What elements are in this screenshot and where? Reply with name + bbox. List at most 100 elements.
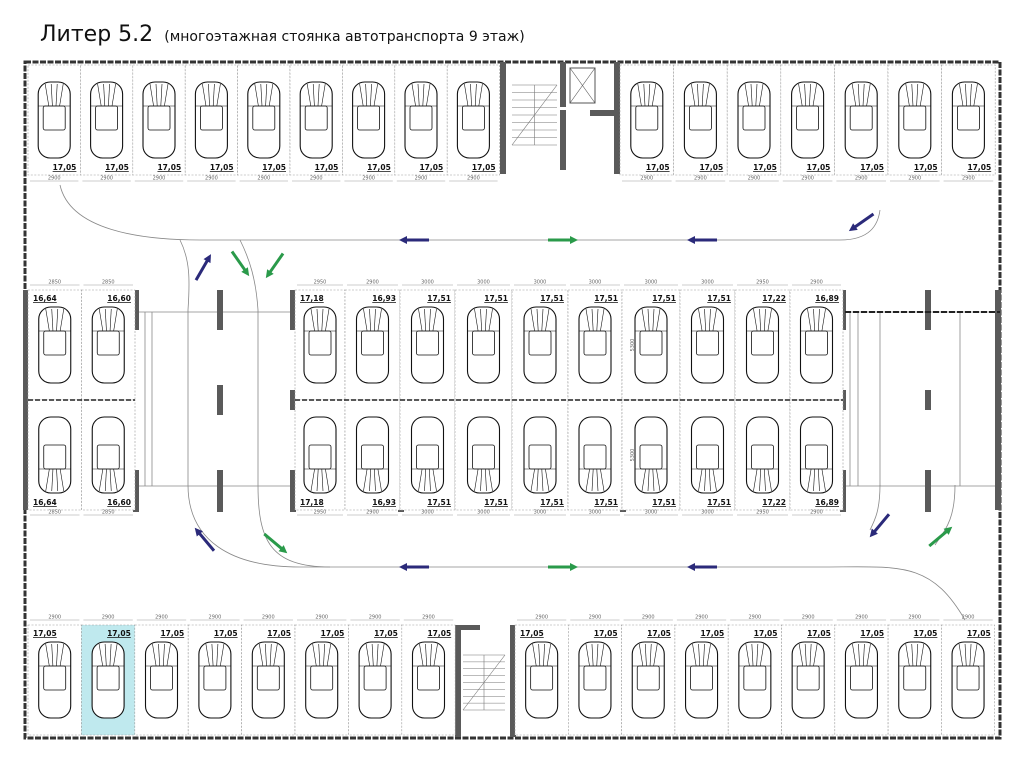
parking-space[interactable]: 16,60 <box>81 399 136 511</box>
car-icon <box>38 641 72 719</box>
parking-space[interactable]: 17,05 <box>780 64 835 176</box>
parking-space[interactable]: 17,05 <box>834 624 889 736</box>
parking-space[interactable]: 17,51 <box>621 289 681 401</box>
dimension-label: 2900 <box>748 176 761 182</box>
dimension-line: 2900 <box>782 176 833 182</box>
dimension-line: 2900 <box>297 615 347 621</box>
space-level-label: 16,93 <box>372 498 396 507</box>
parking-space[interactable]: 17,51 <box>621 399 681 511</box>
parking-space[interactable]: 17,05 <box>184 64 238 176</box>
parking-space[interactable]: 17,05 <box>621 624 676 736</box>
parking-space[interactable]: 16,93 <box>344 399 401 511</box>
dimension-line: 3000 <box>624 280 678 286</box>
car-icon <box>791 641 825 719</box>
parking-space[interactable]: 17,51 <box>399 289 456 401</box>
dimension-line: 2900 <box>836 176 886 182</box>
space-level-label: 17,05 <box>700 629 724 638</box>
parking-space[interactable]: 17,05 <box>27 624 82 736</box>
parking-space[interactable]: 17,05 <box>241 624 296 736</box>
parking-space[interactable]: 16,60 <box>81 289 136 401</box>
parking-space[interactable]: 17,05 <box>394 64 448 176</box>
space-level-label: 16,89 <box>815 294 839 303</box>
parking-space[interactable]: 17,05 <box>294 624 349 736</box>
parking-space[interactable]: 17,05 <box>446 64 500 176</box>
dimension-label: 2900 <box>205 176 218 182</box>
parking-space[interactable]: 17,05 <box>514 624 569 736</box>
parking-space[interactable]: 17,51 <box>679 289 736 401</box>
parking-space[interactable]: 17,05 <box>187 624 242 736</box>
space-level-label: 17,05 <box>699 163 723 172</box>
dimension-line: 3000 <box>514 510 566 516</box>
parking-space[interactable]: 17,51 <box>511 399 569 511</box>
parking-space[interactable]: 17,51 <box>511 289 569 401</box>
parking-space[interactable]: 17,05 <box>81 624 136 736</box>
dimension-line: 2900 <box>943 615 993 621</box>
parking-space[interactable]: 17,05 <box>619 64 674 176</box>
dimension-label: 2850 <box>48 510 61 516</box>
parking-space[interactable]: 17,05 <box>834 64 889 176</box>
parking-space[interactable]: 17,18 <box>294 289 346 401</box>
parking-space[interactable]: 17,05 <box>673 64 728 176</box>
dimension-label: 2900 <box>962 176 975 182</box>
parking-space[interactable]: 17,22 <box>734 289 791 401</box>
car-icon <box>745 416 780 494</box>
space-level-label: 16,60 <box>107 498 131 507</box>
parking-space[interactable]: 17,05 <box>887 64 942 176</box>
car-icon <box>799 306 834 384</box>
parking-space[interactable]: 17,51 <box>567 399 623 511</box>
space-level-label: 17,05 <box>807 629 831 638</box>
space-level-label: 17,51 <box>652 498 676 507</box>
parking-space[interactable]: 17,05 <box>132 64 186 176</box>
pillar <box>560 110 566 170</box>
pillar <box>925 390 931 410</box>
parking-space[interactable]: 17,05 <box>727 624 782 736</box>
depth-dimension-label: 5300 <box>630 339 636 352</box>
parking-space[interactable]: 17,05 <box>887 624 942 736</box>
traffic-arrow-blue <box>848 212 875 232</box>
parking-space[interactable]: 17,05 <box>941 624 996 736</box>
space-level-label: 17,51 <box>427 498 451 507</box>
parking-space[interactable]: 17,05 <box>674 624 729 736</box>
parking-space[interactable]: 17,05 <box>342 64 396 176</box>
parking-space[interactable]: 17,05 <box>27 64 81 176</box>
parking-space[interactable]: 16,89 <box>789 289 844 401</box>
car-icon <box>523 306 557 384</box>
traffic-arrow-green <box>265 252 285 279</box>
space-level-label: 16,64 <box>33 498 57 507</box>
dimension-label: 2900 <box>102 615 115 621</box>
parking-space[interactable]: 16,89 <box>789 399 844 511</box>
dimension-label: 3000 <box>421 280 434 286</box>
parking-space[interactable]: 17,05 <box>289 64 343 176</box>
parking-space[interactable]: 17,51 <box>567 289 623 401</box>
parking-space[interactable]: 17,05 <box>567 624 622 736</box>
parking-space[interactable]: 17,51 <box>454 289 513 401</box>
dimension-line: 3000 <box>682 280 733 286</box>
parking-space[interactable]: 17,51 <box>679 399 736 511</box>
parking-space[interactable]: 17,05 <box>348 624 403 736</box>
parking-space[interactable]: 17,51 <box>454 399 513 511</box>
space-level-label: 17,05 <box>860 629 884 638</box>
dimension-line: 2950 <box>297 510 343 516</box>
parking-space[interactable]: 17,05 <box>80 64 134 176</box>
dimension-label: 2900 <box>535 615 548 621</box>
parking-space[interactable]: 17,05 <box>941 64 996 176</box>
space-level-label: 17,05 <box>807 163 831 172</box>
parking-space[interactable]: 16,93 <box>344 289 401 401</box>
space-level-label: 17,51 <box>594 294 618 303</box>
parking-space[interactable]: 17,05 <box>401 624 456 736</box>
parking-space[interactable]: 16,64 <box>27 289 82 401</box>
car-icon <box>303 416 337 494</box>
parking-space[interactable]: 17,05 <box>237 64 291 176</box>
parking-space[interactable]: 16,64 <box>27 399 82 511</box>
parking-space[interactable]: 17,22 <box>734 399 791 511</box>
pillar <box>925 470 931 512</box>
parking-space[interactable]: 17,18 <box>294 399 346 511</box>
dimension-label: 2900 <box>262 615 275 621</box>
car-icon <box>355 416 390 494</box>
parking-space[interactable]: 17,51 <box>399 399 456 511</box>
parking-space[interactable]: 17,05 <box>726 64 782 176</box>
parking-space[interactable]: 17,05 <box>781 624 836 736</box>
dimension-label: 2900 <box>153 176 166 182</box>
space-level-label: 17,18 <box>300 294 324 303</box>
parking-space[interactable]: 17,05 <box>134 624 189 736</box>
